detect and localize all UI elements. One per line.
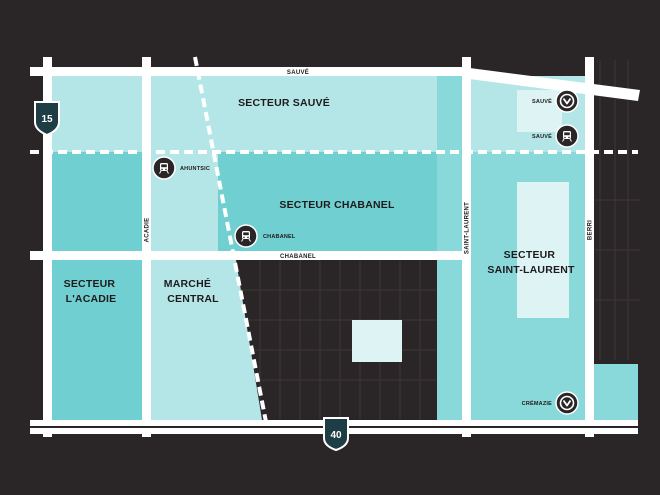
road-west — [43, 57, 52, 437]
street-chabanel-label: CHABANEL — [280, 254, 316, 260]
road-chabanel — [30, 251, 462, 260]
railway-diagonal — [193, 56, 268, 423]
road-saint-laurent — [462, 57, 471, 437]
metro-icon — [555, 391, 579, 415]
station-cremazie-label: CRÉMAZIE — [522, 399, 552, 407]
highway-15-shield[interactable]: 15 — [34, 101, 60, 137]
sector-sauve-block — [517, 90, 562, 132]
highway-shield-icon — [323, 417, 349, 452]
road-acadie — [142, 57, 151, 437]
highway-40-label: 40 — [330, 430, 342, 441]
street-berri-label: BERRI — [588, 220, 594, 240]
sector-acadie-label: SECTEUR L'ACADIE — [64, 278, 119, 305]
sector-marche-central-label: MARCHÉ CENTRAL — [164, 277, 219, 305]
sector-sauve-label: SECTEUR SAUVÉ — [238, 96, 330, 109]
road-berri — [585, 57, 594, 437]
street-acadie-label: ACADIE — [145, 218, 151, 243]
station-chabanel-label: CHABANEL — [263, 234, 296, 240]
station-sauve-metro-label: SAUVÉ — [532, 97, 552, 105]
road-sauve — [30, 67, 470, 76]
railways — [30, 56, 638, 423]
sector-berri-area — [593, 364, 638, 420]
highway-15-label: 15 — [41, 114, 53, 125]
sector-sauve-area — [52, 76, 437, 152]
sector-marche-central-area — [150, 260, 262, 420]
sector-saint-laurent-block — [517, 182, 569, 318]
station-ahuntsic[interactable]: AHUNTSIC — [152, 156, 210, 180]
sector-saint-laurent-strip — [437, 76, 462, 421]
station-cremazie-metro[interactable]: CRÉMAZIE — [522, 391, 579, 415]
road-sauve-east — [462, 67, 640, 101]
station-ahuntsic-label: AHUNTSIC — [180, 166, 210, 172]
highway-40-shield[interactable]: 40 — [323, 417, 349, 452]
metro-icon — [555, 89, 579, 113]
sector-saint-laurent-label: SECTEUR SAINT-LAURENT — [487, 249, 575, 276]
station-sauve-train[interactable]: SAUVÉ — [532, 124, 579, 148]
sector-acadie-north-area — [52, 152, 142, 252]
industrial-block — [352, 320, 402, 362]
highway-shield-icon — [34, 101, 60, 137]
street-saint-laurent-label: SAINT-LAURENT — [465, 202, 471, 254]
station-sauve-train-label: SAUVÉ — [532, 132, 552, 140]
sector-chabanel-label: SECTEUR CHABANEL — [279, 199, 395, 211]
sector-acadie-area — [52, 260, 142, 420]
grid-lines — [240, 60, 640, 425]
station-chabanel[interactable]: CHABANEL — [234, 224, 296, 248]
street-sauve-label: SAUVÉ — [287, 68, 309, 76]
station-sauve-metro[interactable]: SAUVÉ — [532, 89, 579, 113]
